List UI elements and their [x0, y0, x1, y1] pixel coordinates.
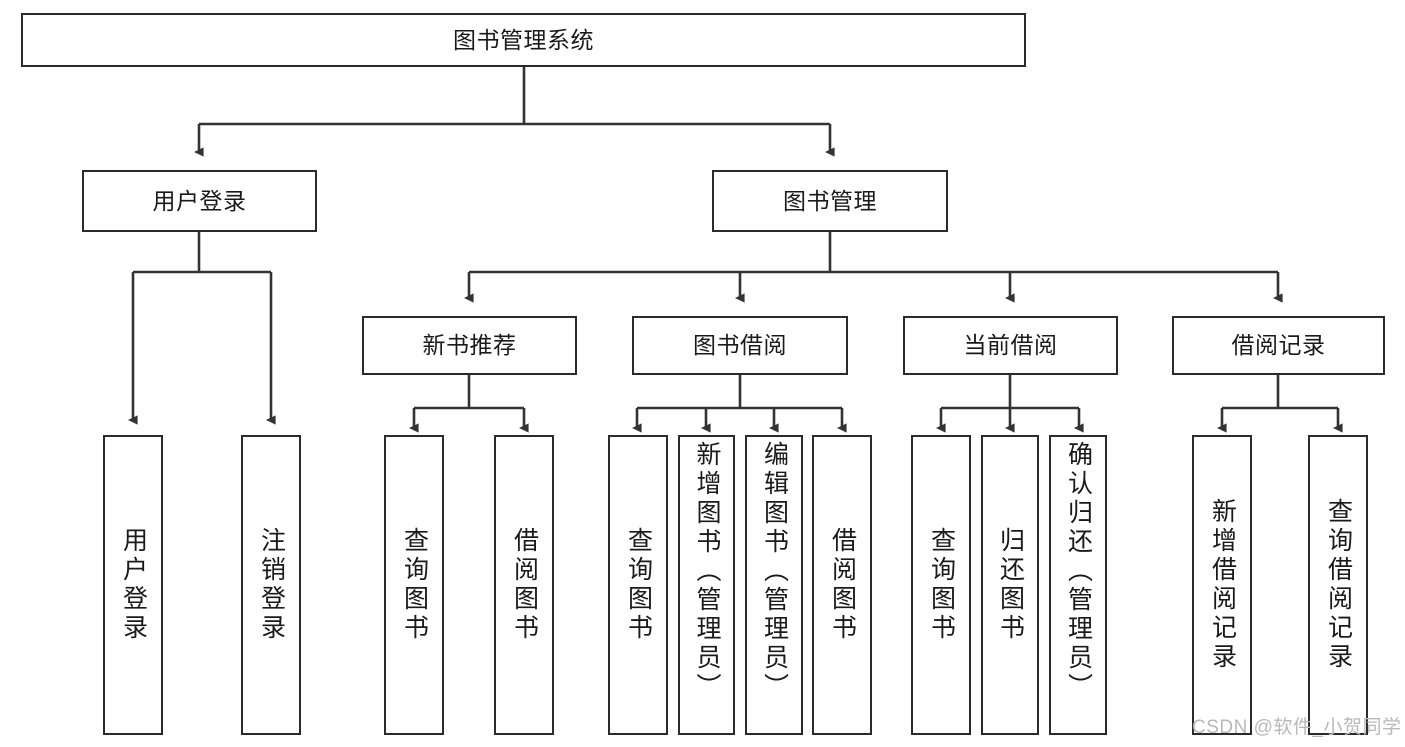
- leaf-borrow-book-2[interactable]: 借阅图书: [812, 435, 872, 735]
- leaf-confirm-return[interactable]: 确认归还（管理员）: [1049, 435, 1107, 735]
- node-label: 图书管理系统: [453, 26, 594, 53]
- node-root-system[interactable]: 图书管理系统: [21, 13, 1026, 67]
- node-label: 当前借阅: [963, 332, 1058, 359]
- node-label: 归还图书: [996, 527, 1025, 643]
- node-label: 确认归还（管理员）: [1064, 441, 1093, 702]
- leaf-query-borrow-record[interactable]: 查询借阅记录: [1308, 435, 1368, 735]
- node-user-login[interactable]: 用户登录: [82, 170, 317, 232]
- leaf-borrow-book-1[interactable]: 借阅图书: [494, 435, 554, 735]
- leaf-user-login[interactable]: 用户登录: [103, 435, 163, 735]
- node-book-manage[interactable]: 图书管理: [712, 170, 948, 232]
- leaf-add-book[interactable]: 新增图书（管理员）: [678, 435, 735, 735]
- node-label: 查询图书: [400, 527, 429, 643]
- node-label: 查询借阅记录: [1324, 498, 1353, 672]
- node-label: 借阅记录: [1231, 332, 1326, 359]
- leaf-add-borrow-record[interactable]: 新增借阅记录: [1192, 435, 1252, 735]
- csdn-watermark: CSDN @软件_小贺同学: [1192, 717, 1402, 738]
- node-label: 新书推荐: [422, 332, 517, 359]
- leaf-logout-login[interactable]: 注销登录: [241, 435, 301, 735]
- node-book-borrow[interactable]: 图书借阅: [632, 316, 848, 375]
- node-borrow-record[interactable]: 借阅记录: [1172, 316, 1385, 375]
- leaf-query-book-1[interactable]: 查询图书: [384, 435, 444, 735]
- node-label: 借阅图书: [828, 527, 857, 643]
- node-label: 用户登录: [119, 527, 148, 643]
- node-label: 用户登录: [152, 187, 247, 214]
- node-label: 借阅图书: [510, 527, 539, 643]
- leaf-query-book-3[interactable]: 查询图书: [911, 435, 971, 735]
- node-current-borrow[interactable]: 当前借阅: [903, 316, 1118, 375]
- leaf-return-book[interactable]: 归还图书: [981, 435, 1039, 735]
- node-label: 图书借阅: [693, 332, 787, 359]
- leaf-edit-book[interactable]: 编辑图书（管理员）: [745, 435, 803, 735]
- leaf-query-book-2[interactable]: 查询图书: [608, 435, 668, 735]
- node-label: 查询图书: [624, 527, 653, 643]
- node-label: 图书管理: [783, 187, 877, 214]
- node-label: 新增图书（管理员）: [693, 441, 721, 702]
- node-label: 查询图书: [927, 527, 956, 643]
- node-label: 编辑图书（管理员）: [760, 441, 789, 702]
- node-label: 注销登录: [257, 527, 286, 643]
- node-label: 新增借阅记录: [1208, 498, 1237, 672]
- node-new-book-recommend[interactable]: 新书推荐: [362, 316, 577, 375]
